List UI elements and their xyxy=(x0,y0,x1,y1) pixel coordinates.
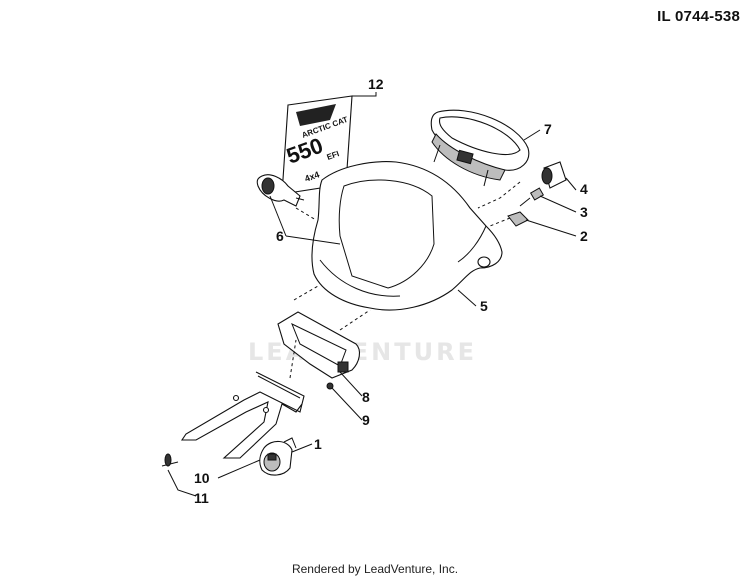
gauge-part[interactable] xyxy=(430,109,530,187)
callout-3[interactable]: 3 xyxy=(580,204,588,220)
callout-9[interactable]: 9 xyxy=(362,412,370,428)
illustration-code: IL 0744-538 xyxy=(657,8,740,25)
callout-6[interactable]: 6 xyxy=(276,228,284,244)
callout-2[interactable]: 2 xyxy=(580,228,588,244)
callout-10[interactable]: 10 xyxy=(194,470,210,486)
callout-4[interactable]: 4 xyxy=(580,181,588,197)
leader-lines xyxy=(167,92,577,497)
nut-part[interactable] xyxy=(507,211,529,227)
phantom-lines xyxy=(289,181,521,379)
ignition-cap-part[interactable] xyxy=(541,161,567,189)
decal-part[interactable]: ARCTIC CAT 550 EFI 4x4 xyxy=(281,95,353,195)
key-part[interactable] xyxy=(519,187,545,207)
callout-7[interactable]: 7 xyxy=(544,121,552,137)
callout-1[interactable]: 1 xyxy=(314,436,322,452)
callouts: 12 7 4 3 2 6 5 8 9 1 10 11 xyxy=(194,76,588,506)
footer-credit: Rendered by LeadVenture, Inc. xyxy=(291,562,459,576)
bezel-part[interactable] xyxy=(277,311,361,379)
instrument-pod-part[interactable] xyxy=(311,161,503,311)
callout-11[interactable]: 11 xyxy=(194,490,209,506)
mounting-bracket-part[interactable] xyxy=(180,371,305,459)
rivet-part[interactable] xyxy=(161,453,179,467)
decal-variant: EFI xyxy=(326,149,341,162)
callout-5[interactable]: 5 xyxy=(480,298,488,314)
screw-part[interactable] xyxy=(326,382,334,390)
ignition-switch-part[interactable] xyxy=(259,437,297,476)
callout-12[interactable]: 12 xyxy=(368,76,384,92)
callout-8[interactable]: 8 xyxy=(362,389,370,405)
decal-drive: 4x4 xyxy=(303,169,321,184)
